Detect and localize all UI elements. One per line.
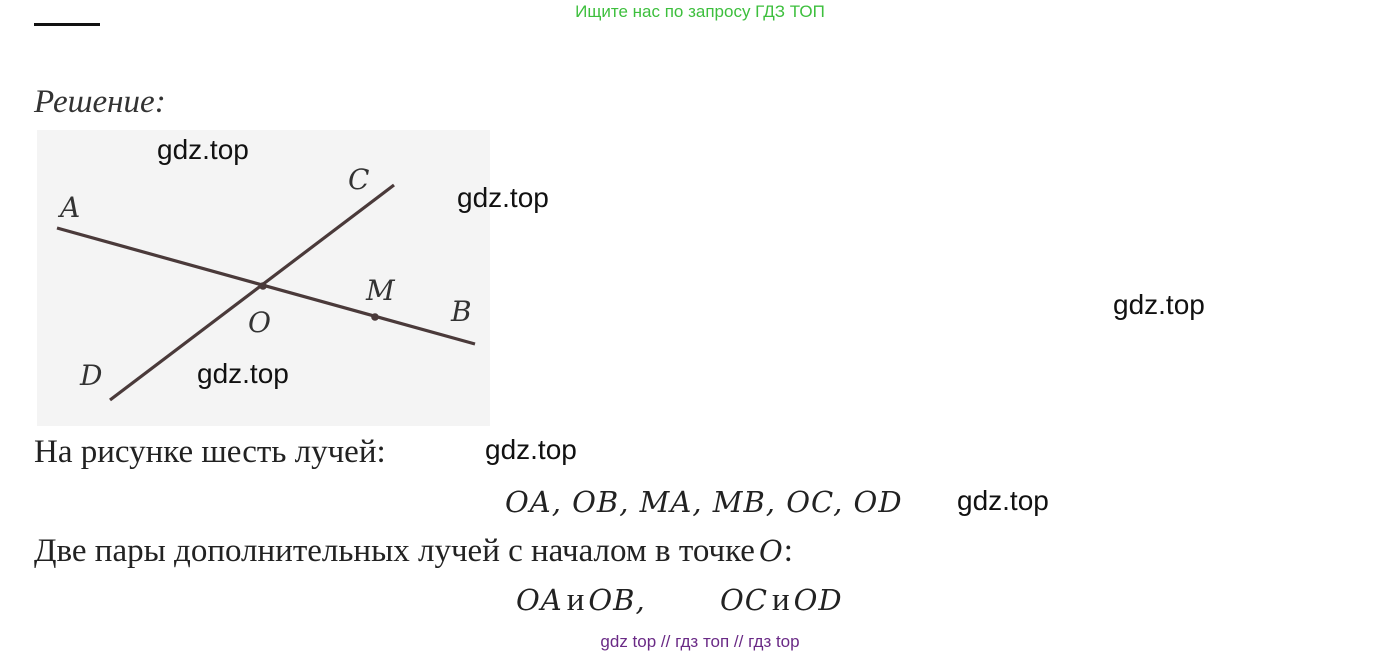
pairs-point: O — [758, 534, 784, 568]
line-cd — [109, 183, 395, 402]
watermark: gdz.top — [1113, 289, 1205, 320]
label-o: O — [248, 306, 271, 339]
pair-one: OA и OB, — [516, 582, 646, 619]
pair-two: OC и OD — [720, 582, 843, 619]
ray-oa: OA — [516, 583, 563, 617]
point-o — [259, 282, 267, 290]
top-rule — [34, 23, 100, 26]
conjunction: и — [771, 582, 790, 618]
ray-oc: OC — [720, 583, 768, 617]
pairs-intro-text: Две пары дополнительных лучей с началом … — [34, 533, 755, 569]
point-m — [371, 313, 379, 321]
watermark: gdz.top — [157, 134, 249, 165]
label-a: A — [57, 191, 80, 224]
ray-od: OD — [793, 583, 843, 617]
label-d: D — [79, 359, 102, 392]
solution-heading: Решение: — [34, 84, 166, 120]
pairs-intro: Две пары дополнительных лучей с началом … — [34, 533, 793, 570]
footer-watermark: gdz top // гдз топ // гдз top — [600, 632, 800, 651]
rays-diagram: A B C D M O — [56, 163, 476, 402]
watermark: gdz.top — [957, 485, 1049, 516]
label-c: C — [348, 163, 369, 196]
label-m: M — [365, 274, 396, 307]
label-b: B — [450, 295, 472, 328]
rays-intro: На рисунке шесть лучей: — [34, 434, 386, 470]
rays-list: OA, OB, MA, MB, OC, OD — [505, 485, 903, 519]
watermark: gdz.top — [457, 182, 549, 213]
conjunction: и — [566, 582, 585, 618]
watermark: gdz.top — [485, 434, 577, 465]
pairs-colon: : — [783, 533, 793, 569]
watermark: gdz.top — [197, 358, 289, 389]
search-banner: Ищите нас по запросу ГДЗ ТОП — [575, 2, 825, 21]
geometry-figure: A B C D M O — [37, 130, 490, 426]
ray-ob: OB, — [588, 583, 646, 617]
